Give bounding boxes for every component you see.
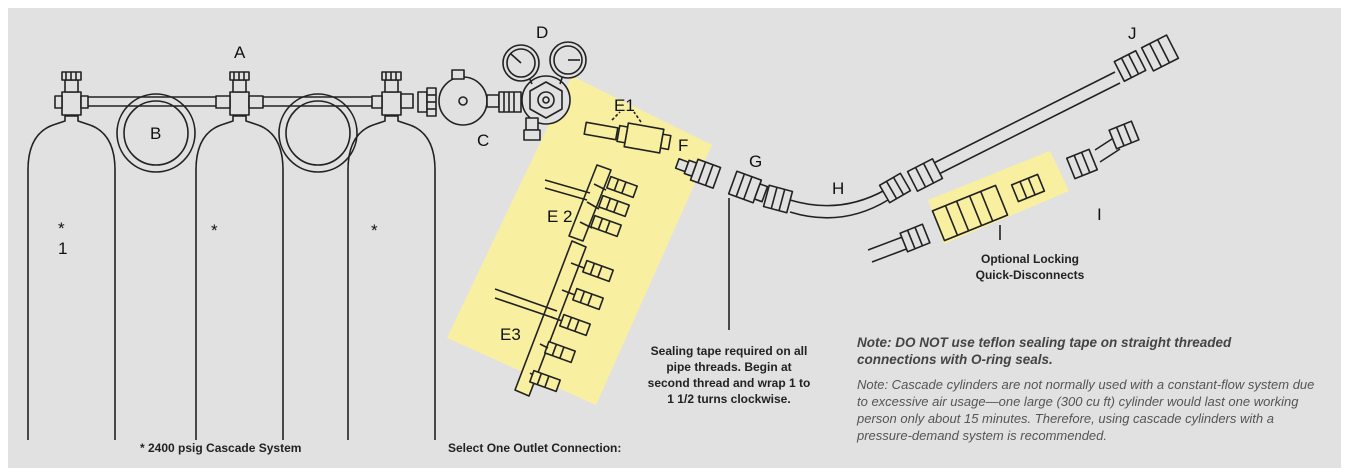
label-a: A: [234, 43, 246, 62]
label-b: B: [150, 124, 161, 143]
regulator-d: [498, 41, 587, 141]
hose-i-fitting-left: [899, 223, 931, 253]
quick-disconnect-body: [931, 184, 1009, 242]
hose-h-2: [789, 199, 889, 219]
hose-j-bottom: [914, 82, 1121, 187]
diagram-panel: [8, 8, 1341, 468]
cylinder-3: [347, 115, 436, 440]
cylinder-2-star: *: [211, 221, 218, 240]
label-d: D: [536, 23, 548, 42]
locking-qd-caption-line1: Optional Locking: [981, 252, 1079, 266]
label-g: G: [749, 152, 762, 171]
hose-j-fitting-1: [906, 158, 944, 192]
label-e3: E3: [500, 325, 521, 344]
coiled-hose-b-outer-2: [278, 93, 358, 173]
cascade-system-caption: * 2400 psig Cascade System: [140, 441, 302, 455]
cylinder-1-star: *: [58, 219, 65, 238]
hose-j-top: [909, 71, 1116, 176]
label-i: I: [1097, 205, 1102, 224]
outlet-connection-caption: Select One Outlet Connection:: [448, 441, 622, 455]
outlet-e3: [494, 240, 615, 397]
fitting-f: [674, 157, 722, 189]
sealing-tape-caption: Sealing tape required on all pipe thread…: [647, 344, 811, 406]
hose-h-fitting-right: [878, 172, 912, 204]
hose-i-fitting-right: [1065, 148, 1099, 180]
hose-i-right-top: [1094, 136, 1116, 151]
coiled-hose-b-inner-1: [123, 100, 189, 166]
coiled-hose-b-outer-1: [116, 93, 196, 173]
hose-i-left-top: [867, 235, 906, 251]
cylinder-3-star: *: [371, 221, 378, 240]
label-j: J: [1128, 24, 1137, 43]
locking-qd-caption-line2: Quick-Disconnects: [975, 268, 1085, 282]
outlet-e1: [583, 111, 672, 154]
cylinder-1: [27, 115, 116, 440]
note-cascade: Note: Cascade cylinders are not normally…: [857, 377, 1315, 443]
label-e1: E1: [614, 96, 635, 115]
note-teflon: Note: DO NOT use teflon sealing tape on …: [857, 335, 1232, 367]
label-f: F: [678, 136, 688, 155]
label-e2: E 2: [547, 207, 573, 226]
fitting-g: [727, 170, 769, 204]
hose-i-fitting-end: [1108, 120, 1140, 150]
hose-h-fitting-left: [762, 184, 794, 214]
valve-3: [371, 71, 414, 116]
hose-i-left-bottom: [871, 247, 910, 263]
quick-disconnect-plug: [1010, 173, 1046, 203]
valve-1: [54, 71, 89, 116]
fitting-c: [417, 69, 500, 126]
cylinder-2: [195, 115, 284, 440]
label-c: C: [477, 131, 489, 150]
cylinder-1-number: 1: [58, 239, 67, 258]
coiled-hose-b-inner-2: [285, 100, 351, 166]
label-h: H: [832, 179, 844, 198]
outlet-e2: [544, 164, 639, 242]
valve-2: [215, 71, 264, 116]
hose-i-right-bottom: [1099, 148, 1121, 163]
hose-j-fitting-2: [1113, 49, 1147, 83]
hose-j-fitting-3: [1140, 34, 1180, 72]
hose-h: [789, 189, 886, 207]
